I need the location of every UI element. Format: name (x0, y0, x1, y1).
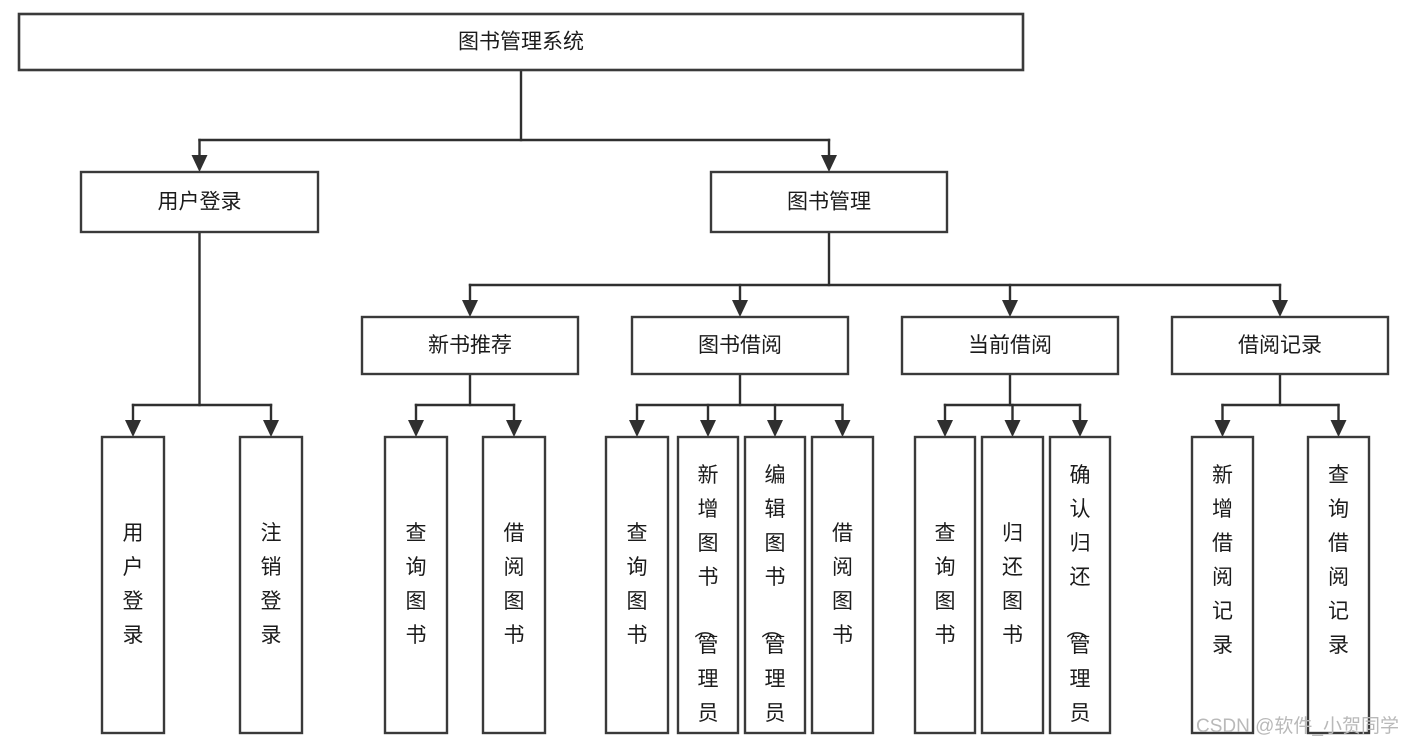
node-box-leaf-borrow-book-recommend[interactable] (481, 435, 547, 735)
node-leaf-query-borrow-record[interactable]: 查询借阅记录 (1306, 435, 1371, 735)
node-book-manage[interactable]: 图书管理 (709, 170, 949, 234)
node-leaf-query-book-borrow[interactable]: 查询图书 (604, 435, 670, 735)
node-label-book-manage: 图书管理 (787, 191, 871, 214)
arrow-head-icon (191, 155, 208, 172)
arrow-head-icon (1072, 420, 1088, 437)
node-box-leaf-user-login[interactable] (100, 435, 166, 735)
node-label-borrow-record: 借阅记录 (1238, 334, 1322, 357)
node-leaf-add-borrow-record[interactable]: 新增借阅记录 (1190, 435, 1255, 735)
edge-group-new-book-recommend (408, 372, 522, 437)
node-box-book-manage[interactable] (709, 170, 949, 234)
node-box-new-book-recommend[interactable] (360, 315, 580, 376)
node-label-book-borrow: 图书借阅 (698, 334, 782, 357)
node-label-leaf-edit-book-admin: 编辑图书（管理员） (760, 464, 786, 747)
node-leaf-user-login[interactable]: 用户登录 (100, 435, 166, 735)
edge-group-root (191, 68, 837, 172)
node-leaf-query-book-recommend[interactable]: 查询图书 (383, 435, 449, 735)
node-box-root[interactable] (17, 12, 1025, 72)
node-label-leaf-return-book: 归还图书 (1002, 522, 1023, 647)
arrow-head-icon (1272, 300, 1288, 317)
node-label-leaf-borrow-book-recommend: 借阅图书 (504, 522, 525, 647)
arrow-head-icon (1004, 420, 1021, 437)
arrow-head-icon (506, 420, 522, 437)
node-box-leaf-add-book-admin[interactable] (676, 435, 740, 735)
node-leaf-query-book-current[interactable]: 查询图书 (913, 435, 977, 735)
arrow-head-icon (629, 420, 645, 437)
edge-group-current-borrow (937, 372, 1088, 437)
arrow-head-icon (408, 420, 424, 437)
node-box-leaf-logout[interactable] (238, 435, 304, 735)
arrow-head-icon (732, 300, 748, 317)
arrow-head-icon (937, 420, 953, 437)
edge-group-borrow-record (1214, 372, 1347, 437)
edge-group-book-manage (462, 230, 1288, 317)
node-leaf-edit-book-admin[interactable]: 编辑图书（管理员） (743, 435, 807, 747)
arrow-head-icon (462, 300, 478, 317)
arrow-head-icon (263, 420, 279, 437)
node-label-root: 图书管理系统 (458, 31, 584, 54)
arrow-head-icon (1330, 420, 1347, 437)
arrow-head-icon (700, 420, 716, 437)
node-label-leaf-logout: 注销登录 (261, 522, 282, 647)
arrow-head-icon (834, 420, 851, 437)
node-box-leaf-query-book-current[interactable] (913, 435, 977, 735)
node-leaf-borrow-book[interactable]: 借阅图书 (810, 435, 875, 735)
csdn-watermark: CSDN @软件_小贺同学 (1196, 715, 1399, 737)
node-layer: 图书管理系统用户登录图书管理新书推荐图书借阅当前借阅借阅记录用户登录注销登录查询… (17, 12, 1390, 747)
edge-group-book-borrow (629, 372, 851, 437)
node-user-login[interactable]: 用户登录 (79, 170, 320, 234)
node-label-leaf-query-book-recommend: 查询图书 (406, 522, 427, 647)
node-book-borrow[interactable]: 图书借阅 (630, 315, 850, 376)
node-leaf-borrow-book-recommend[interactable]: 借阅图书 (481, 435, 547, 735)
node-leaf-return-book[interactable]: 归还图书 (980, 435, 1045, 735)
node-borrow-record[interactable]: 借阅记录 (1170, 315, 1390, 376)
node-box-leaf-add-borrow-record[interactable] (1190, 435, 1255, 735)
node-current-borrow[interactable]: 当前借阅 (900, 315, 1120, 376)
node-box-user-login[interactable] (79, 170, 320, 234)
arrow-head-icon (767, 420, 783, 437)
node-label-leaf-query-book-current: 查询图书 (935, 522, 956, 647)
node-box-leaf-query-borrow-record[interactable] (1306, 435, 1371, 735)
node-label-leaf-borrow-book: 借阅图书 (832, 522, 853, 647)
node-label-current-borrow: 当前借阅 (968, 334, 1052, 357)
node-new-book-recommend[interactable]: 新书推荐 (360, 315, 580, 376)
node-leaf-logout[interactable]: 注销登录 (238, 435, 304, 735)
node-label-leaf-add-book-admin: 新增图书（管理员） (693, 464, 719, 747)
node-label-leaf-query-book-borrow: 查询图书 (627, 522, 648, 647)
node-box-leaf-return-book[interactable] (980, 435, 1045, 735)
node-label-leaf-user-login: 用户登录 (123, 522, 144, 647)
node-leaf-confirm-return-admin[interactable]: 确认归还（管理员） (1048, 435, 1112, 747)
node-label-leaf-add-borrow-record: 新增借阅记录 (1212, 464, 1233, 657)
node-label-user-login: 用户登录 (158, 191, 242, 214)
node-root[interactable]: 图书管理系统 (17, 12, 1025, 72)
node-box-borrow-record[interactable] (1170, 315, 1390, 376)
arrow-head-icon (821, 155, 837, 172)
node-label-new-book-recommend: 新书推荐 (428, 334, 512, 357)
node-box-leaf-confirm-return-admin[interactable] (1048, 435, 1112, 735)
arrow-head-icon (125, 420, 141, 437)
node-box-current-borrow[interactable] (900, 315, 1120, 376)
arrow-head-icon (1002, 300, 1018, 317)
edge-group-user-login (125, 230, 279, 437)
node-box-leaf-query-book-borrow[interactable] (604, 435, 670, 735)
edge-layer (125, 68, 1347, 437)
node-box-leaf-edit-book-admin[interactable] (743, 435, 807, 735)
node-leaf-add-book-admin[interactable]: 新增图书（管理员） (676, 435, 740, 747)
node-label-leaf-query-borrow-record: 查询借阅记录 (1328, 464, 1349, 657)
node-box-leaf-query-book-recommend[interactable] (383, 435, 449, 735)
arrow-head-icon (1214, 420, 1231, 437)
node-box-leaf-borrow-book[interactable] (810, 435, 875, 735)
node-label-leaf-confirm-return-admin: 确认归还（管理员） (1065, 464, 1091, 747)
node-box-book-borrow[interactable] (630, 315, 850, 376)
